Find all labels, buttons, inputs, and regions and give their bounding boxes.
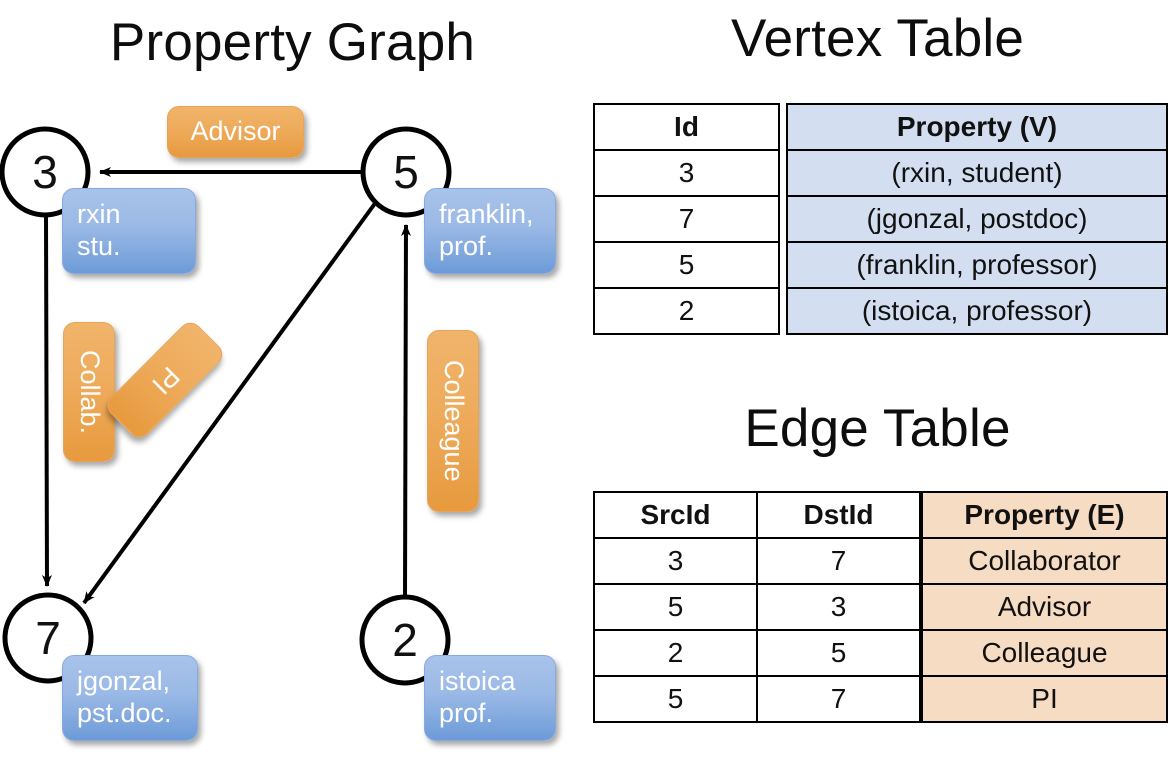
page-title-vertex-table: Vertex Table xyxy=(730,9,1025,68)
edge-table-cell-dstid: 7 xyxy=(756,675,921,723)
table-row: (jgonzal, postdoc) xyxy=(786,195,1168,243)
edge-table-cell-srcid: 3 xyxy=(593,537,758,585)
table-row: 5 3 xyxy=(593,583,921,631)
edge-table-header-dstid: DstId xyxy=(756,491,921,539)
vertex-property-franklin[interactable]: franklin, prof. xyxy=(424,188,556,274)
edge-table-cell-dstid: 7 xyxy=(756,537,921,585)
vertex-table-property-column: Property (V) (rxin, student) (jgonzal, p… xyxy=(786,103,1168,335)
table-header-row: Property (V) xyxy=(786,103,1168,151)
graph-node-label-7: 7 xyxy=(35,612,61,664)
edge-3-7 xyxy=(41,214,52,587)
vertex-property-istoica-text: istoica prof. xyxy=(439,666,516,728)
table-row: (istoica, professor) xyxy=(786,287,1168,335)
edge-label-colleague-text: Colleague xyxy=(438,360,469,482)
page-title-edge-table: Edge Table xyxy=(744,399,1011,458)
edge-label-colleague[interactable]: Colleague xyxy=(427,330,479,512)
edge-table-cell-property: Collaborator xyxy=(921,537,1168,585)
vertex-table-cell-id: 3 xyxy=(593,149,780,197)
graph-node-label-3: 3 xyxy=(32,146,58,198)
table-header-row: SrcId DstId xyxy=(593,491,921,539)
edge-table-cell-srcid: 5 xyxy=(593,675,758,723)
edge-table-cell-property: Advisor xyxy=(921,583,1168,631)
vertex-table-cell-property: (franklin, professor) xyxy=(786,241,1168,289)
edge-table-cell-srcid: 2 xyxy=(593,629,758,677)
edge-table-cell-dstid: 5 xyxy=(756,629,921,677)
edge-5-7 xyxy=(82,200,378,605)
table-row: Colleague xyxy=(921,629,1168,677)
table-row: (rxin, student) xyxy=(786,149,1168,197)
edge-table-header-property: Property (E) xyxy=(921,491,1168,539)
edge-label-advisor[interactable]: Advisor xyxy=(167,106,304,158)
vertex-table-cell-id: 5 xyxy=(593,241,780,289)
edge-table-cell-property: Colleague xyxy=(921,629,1168,677)
vertex-table-cell-id: 2 xyxy=(593,287,780,335)
vertex-property-franklin-text: franklin, prof. xyxy=(439,199,534,261)
edge-label-collab-text: Collab. xyxy=(74,349,105,435)
table-row: 3 7 xyxy=(593,537,921,585)
table-row: Collaborator xyxy=(921,537,1168,585)
table-row: 3 xyxy=(593,149,780,197)
table-row: PI xyxy=(921,675,1168,723)
table-row: 5 xyxy=(593,241,780,289)
vertex-table-id-column: Id 3 7 5 2 xyxy=(593,103,780,335)
vertex-property-jgonzal[interactable]: jgonzal, pst.doc. xyxy=(62,655,198,741)
vertex-property-istoica[interactable]: istoica prof. xyxy=(424,655,556,741)
vertex-table-cell-property: (rxin, student) xyxy=(786,149,1168,197)
table-row: 2 xyxy=(593,287,780,335)
edge-table-cell-dstid: 3 xyxy=(756,583,921,631)
edge-2-5 xyxy=(400,224,411,598)
vertex-property-rxin-text: rxin stu. xyxy=(77,199,121,261)
edge-table-property-column: Property (E) Collaborator Advisor Collea… xyxy=(921,491,1168,723)
table-row: (franklin, professor) xyxy=(786,241,1168,289)
edge-label-advisor-text: Advisor xyxy=(190,116,281,147)
vertex-table-cell-property: (istoica, professor) xyxy=(786,287,1168,335)
vertex-table-header-id: Id xyxy=(593,103,780,151)
edge-table-cell-srcid: 5 xyxy=(593,583,758,631)
graph-node-label-5: 5 xyxy=(393,146,419,198)
vertex-property-jgonzal-text: jgonzal, pst.doc. xyxy=(77,666,172,728)
graph-node-label-2: 2 xyxy=(392,614,418,666)
vertex-table-cell-property: (jgonzal, postdoc) xyxy=(786,195,1168,243)
property-graph-diagram: 3 5 7 2 Advisor Collab. Colleague PI rxi… xyxy=(0,106,556,741)
edge-table-header-srcid: SrcId xyxy=(593,491,758,539)
page-title-property-graph: Property Graph xyxy=(109,13,476,72)
vertex-property-rxin[interactable]: rxin stu. xyxy=(62,188,196,274)
table-row: 5 7 xyxy=(593,675,921,723)
table-header-row: Property (E) xyxy=(921,491,1168,539)
edge-table-cell-property: PI xyxy=(921,675,1168,723)
table-header-row: Id xyxy=(593,103,780,151)
vertex-table-cell-id: 7 xyxy=(593,195,780,243)
edge-table-id-columns: SrcId DstId 3 7 5 3 2 5 5 7 xyxy=(593,491,921,723)
table-row: Advisor xyxy=(921,583,1168,631)
table-row: 2 5 xyxy=(593,629,921,677)
vertex-table-header-property: Property (V) xyxy=(786,103,1168,151)
edge-label-collab[interactable]: Collab. xyxy=(63,322,115,462)
table-row: 7 xyxy=(593,195,780,243)
